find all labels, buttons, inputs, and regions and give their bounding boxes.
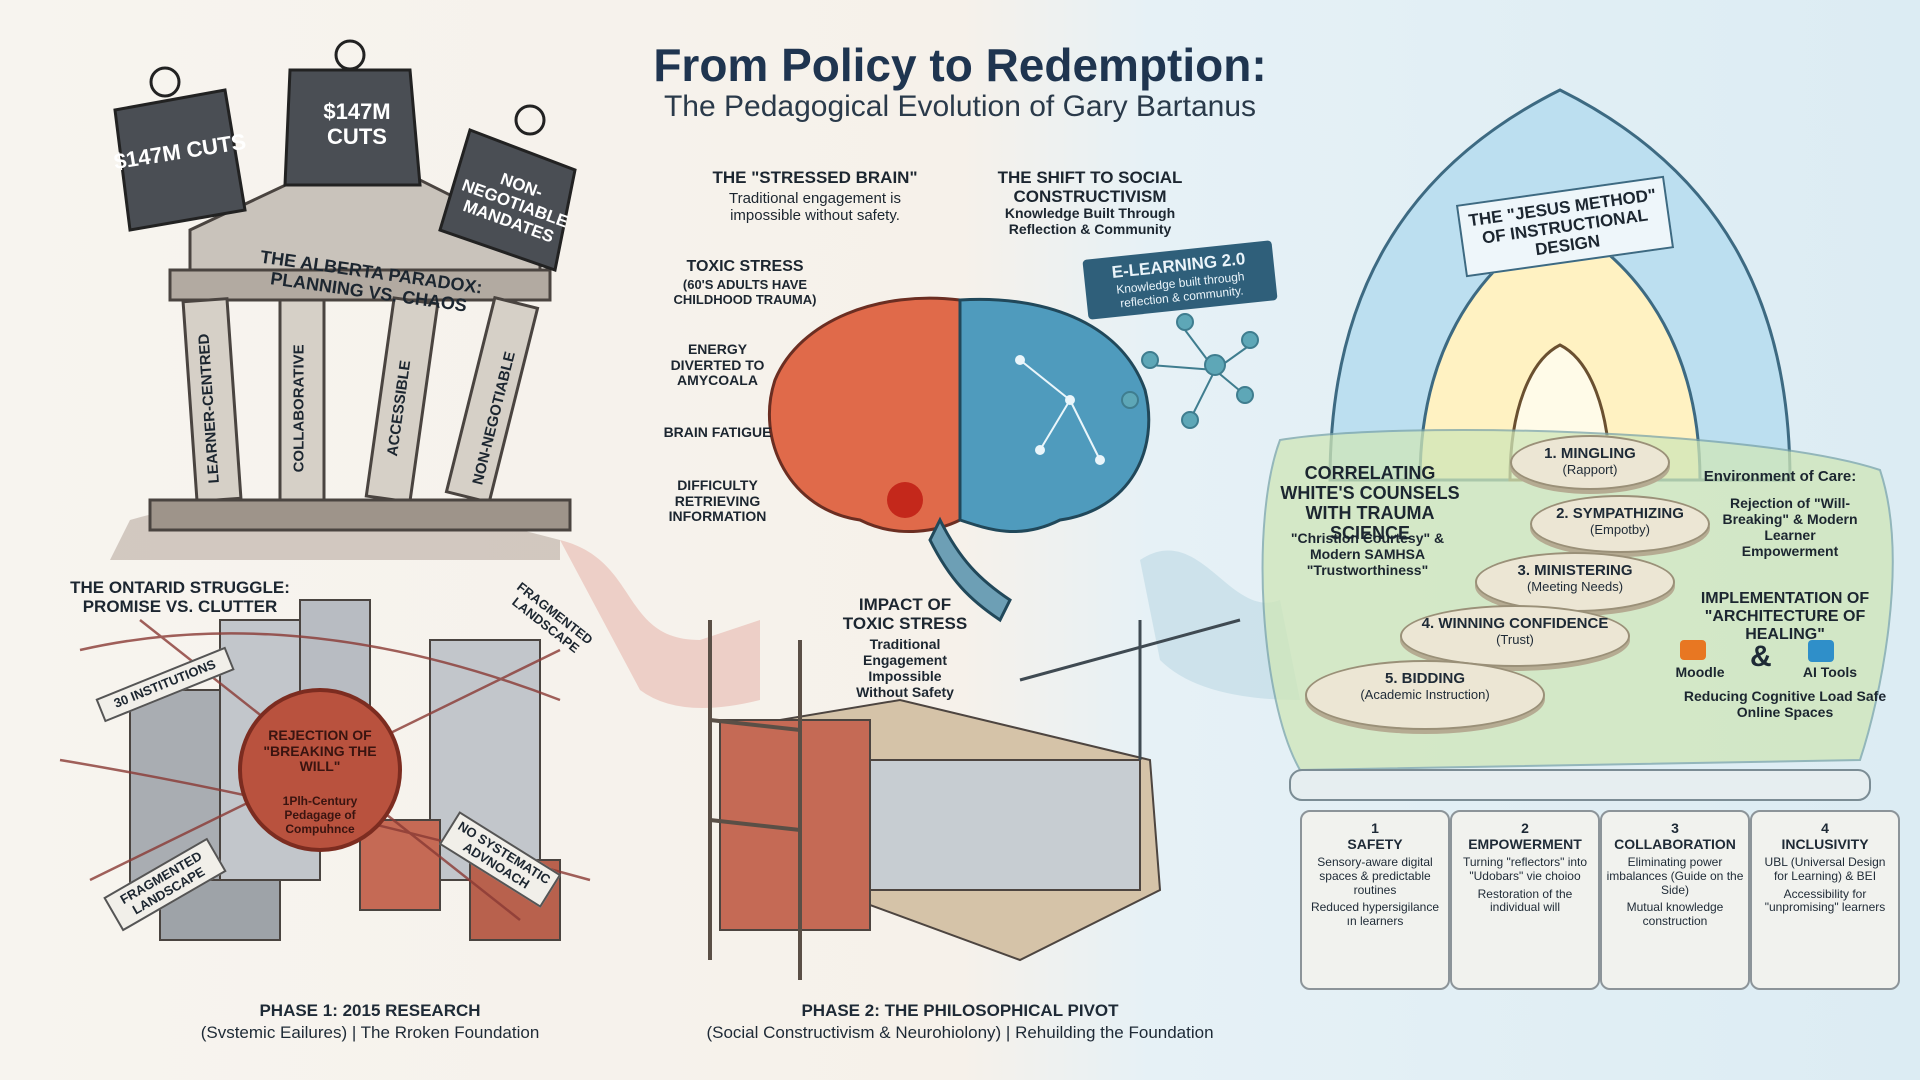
weights-illustration — [113, 39, 577, 272]
step-name: 5. BIDDING — [1384, 670, 1465, 687]
pillar-desc-1: Eliminating power imbalances (Guide on t… — [1606, 855, 1744, 897]
pillar-number: 3 — [1671, 820, 1679, 836]
step-sub: (Meeting Needs) — [1526, 579, 1624, 594]
pillar-desc-2: Restoration of the individual will — [1477, 886, 1573, 915]
moodle-label: Moodle — [1675, 664, 1725, 680]
step-sub: (Academic Instruction) — [1360, 687, 1490, 702]
environment-care-title: Environment of Care: — [1703, 468, 1857, 485]
seal-title: REJECTION OF "BREAKING THE WILL" — [263, 727, 377, 775]
correlating-title: CORRELATING WHITE'S COUNSELS WITH TRAUMA… — [1280, 463, 1460, 544]
pillar-desc-2: Mutual knowledge construction — [1626, 900, 1724, 929]
pillar-desc-2: Accessibility for "unpromising" learners — [1764, 886, 1886, 915]
moodle-icon — [1680, 640, 1706, 660]
phase1-caption: PHASE 1: 2015 RESEARCH (Svstemic Eailure… — [170, 1000, 570, 1044]
difficulty-retrieving-label: DIFFICULTY RETRIEVING INFORMATION — [668, 477, 767, 525]
toxic-stress-sub: (60's ADULTS HAVE CHILDHOOD TRAUMA) — [673, 277, 817, 307]
phase1-caption-title: PHASE 1: 2015 RESEARCH — [259, 1001, 481, 1020]
step-sub: (Rapport) — [1562, 462, 1618, 477]
pillar-collaboration: 3 COLLABORATION Eliminating power imbala… — [1600, 810, 1750, 990]
toxic-stress-label: TOXIC STRESS — [686, 258, 804, 275]
page-subtitle: The Pedagogical Evolution of Gary Bartan… — [663, 90, 1257, 123]
phase1-caption-sub: (Svstemic Eailures) | The Rroken Foundat… — [200, 1023, 540, 1043]
stressed-brain-title: THE "STRESSED BRAIN" — [712, 168, 918, 187]
column-label-collaborative: COLLABORATIVE — [290, 344, 308, 473]
network-icon — [1121, 313, 1259, 429]
stressed-brain-sub: Traditional engagement is impossible wit… — [728, 190, 902, 225]
brain-illustration — [767, 296, 1151, 623]
pillar-title: SAFETY — [1347, 836, 1403, 852]
phase2-caption-sub: (Social Constructivism & Neurohiolony) |… — [706, 1023, 1214, 1043]
cathedral-illustration — [1328, 88, 1792, 482]
construction-illustration — [708, 618, 1241, 980]
tools-row: Moodle & AI Tools — [1670, 640, 1900, 680]
step-bidding: 5. BIDDING (Academic Instruction) — [1305, 660, 1545, 730]
step-name: 2. SYMPATHIZING — [1556, 505, 1684, 522]
social-constructivism-title: THE SHIFT TO SOCIAL CONSTRUCTIVISM — [997, 168, 1183, 207]
correlating-sub: "Christion Courtesy" & Modern SAMHSA "Tr… — [1290, 530, 1445, 579]
ai-tools-icon — [1808, 640, 1834, 662]
step-mingling: 1. MINGLING (Rapport) — [1510, 435, 1670, 490]
pillar-title: COLLABORATION — [1614, 836, 1736, 852]
seal-subtitle: 1Plh-Century Pedagage of Compuhnce — [282, 794, 358, 836]
wax-seal-shape — [238, 688, 402, 852]
pillar-number: 4 — [1821, 820, 1829, 836]
pillar-inclusivity: 4 INCLUSIVITY UBL (Universal Design for … — [1750, 810, 1900, 990]
environment-care-sub: Rejection of "Will-Breaking" & Modern Le… — [1722, 495, 1858, 560]
temple-illustration — [148, 148, 572, 532]
energy-diverted-label: ENERGY DIVERTED TO AMYCOALA — [670, 341, 765, 389]
pillar-number: 1 — [1371, 820, 1379, 836]
ai-tools-label: AI Tools — [1802, 664, 1858, 680]
pillar-desc-1: Sensory-aware digital spaces & predictab… — [1317, 855, 1433, 897]
step-ministering: 3. MINISTERING (Meeting Needs) — [1475, 552, 1675, 612]
step-name: 4. WINNING CONFIDENCE — [1421, 615, 1609, 632]
step-winning-confidence: 4. WINNING CONFIDENCE (Trust) — [1400, 605, 1630, 667]
impact-toxic-stress-title: IMPACT OF TOXIC STRESS — [842, 595, 968, 634]
pillar-title: EMPOWERMENT — [1468, 836, 1582, 852]
pillar-desc-1: UBL (Universal Design for Learning) & BE… — [1764, 855, 1886, 883]
phase2-caption: PHASE 2: THE PHILOSOPHICAL PIVOT (Social… — [680, 1000, 1240, 1044]
social-constructivism-sub: Knowledge Built Through Reflection & Com… — [1004, 205, 1176, 238]
step-name: 3. MINISTERING — [1517, 562, 1633, 579]
step-name: 1. MINGLING — [1544, 445, 1636, 462]
implementation-title: IMPLEMENTATION OF "ARCHITECTURE OF HEALI… — [1700, 590, 1870, 643]
page-title: From Policy to Redemption: — [653, 39, 1267, 91]
pillar-desc-2: Reduced hypersigilance ın learners — [1310, 900, 1440, 929]
step-sub: (Trust) — [1496, 632, 1534, 647]
implementation-sub: Reducing Cognitive Load Safe Online Spac… — [1683, 688, 1887, 721]
weight-label-2: $147M CUTS — [323, 99, 391, 149]
pillar-number: 2 — [1521, 820, 1529, 836]
step-sympathizing: 2. SYMPATHIZING (Empotby) — [1530, 495, 1710, 553]
ampersand-label: & — [1750, 640, 1772, 673]
pillar-safety: 1 SAFETY Sensory-aware digital spaces & … — [1300, 810, 1450, 990]
brain-fatigue-label: BRAIN FATIGUE — [663, 424, 772, 440]
pillar-empowerment: 2 EMPOWERMENT Turning "reflectors" into … — [1450, 810, 1600, 990]
impact-toxic-stress-sub: Traditional Engagement Impossible Withou… — [856, 636, 954, 701]
phase2-caption-title: PHASE 2: THE PHILOSOPHICAL PIVOT — [801, 1001, 1119, 1020]
pillar-desc-1: Turning "reflectors" into "Udobars" vie … — [1462, 855, 1588, 883]
ontario-struggle-title: THE ONTARID STRUGGLE: PROMISE VS. CLUTTE… — [70, 578, 290, 617]
step-sub: (Empotby) — [1590, 522, 1650, 537]
pillar-title: INCLUSIVITY — [1781, 836, 1869, 852]
